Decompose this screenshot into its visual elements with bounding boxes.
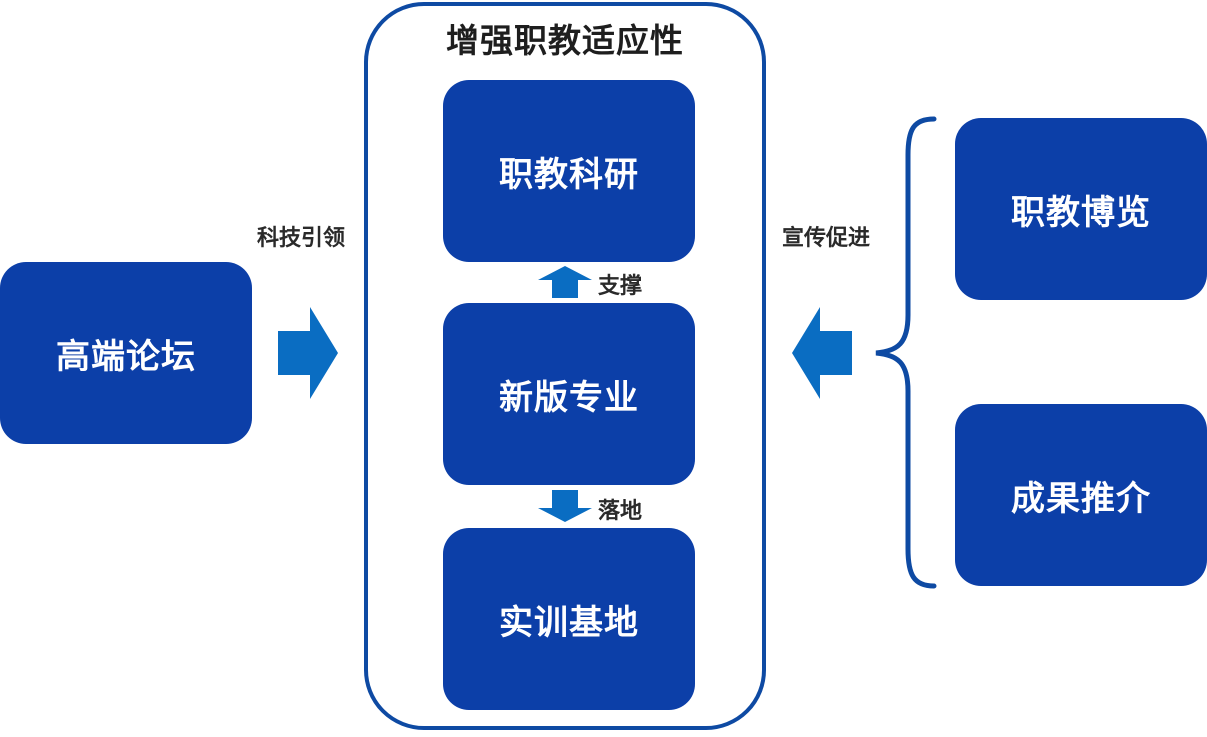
box-forum: 高端论坛 (0, 262, 252, 444)
curly-brace-icon (875, 116, 937, 589)
box-new-major-label: 新版专业 (499, 377, 639, 418)
right-arrow-icon (278, 307, 338, 399)
box-achievements-label: 成果推介 (1011, 478, 1151, 519)
left-arrow-icon (792, 307, 852, 399)
box-training-base-label: 实训基地 (499, 602, 639, 643)
box-expo-label: 职教博览 (1011, 192, 1151, 233)
up-arrow-label: 支撑 (598, 274, 643, 299)
box-achievements: 成果推介 (955, 404, 1207, 586)
box-forum-label: 高端论坛 (56, 336, 196, 377)
down-arrow-icon (538, 490, 592, 522)
right-arrow-label: 宣传促进 (782, 226, 871, 251)
box-research-label: 职教科研 (499, 154, 639, 195)
box-research: 职教科研 (443, 80, 695, 262)
up-arrow-icon (538, 266, 592, 298)
box-training-base: 实训基地 (443, 528, 695, 710)
central-container (364, 2, 766, 730)
left-arrow-label: 科技引领 (257, 226, 346, 251)
container-title: 增强职教适应性 (446, 21, 684, 60)
box-new-major: 新版专业 (443, 303, 695, 485)
box-expo: 职教博览 (955, 118, 1207, 300)
down-arrow-label: 落地 (598, 499, 643, 524)
